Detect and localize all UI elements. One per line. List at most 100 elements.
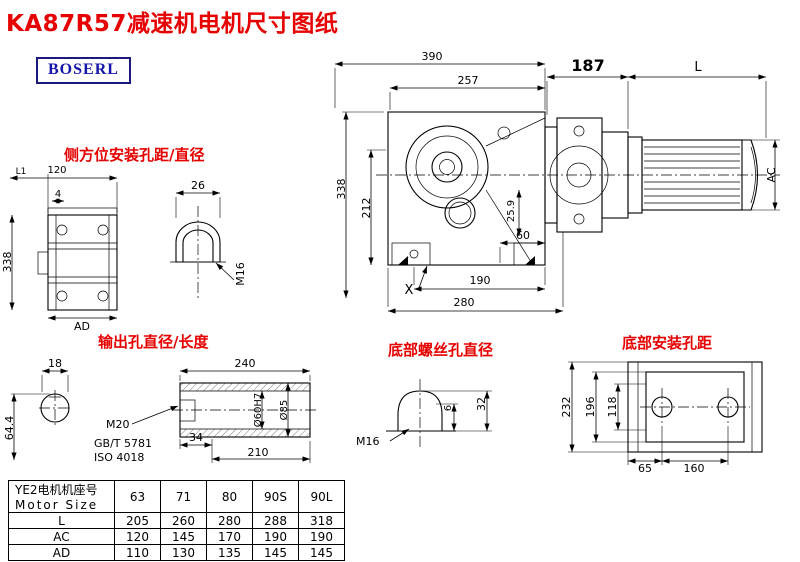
label-bottom-mount: 底部安装孔距 [622,334,713,352]
thread-M20-label: M20 [106,418,130,431]
thread-M16-slot-label: M16 [234,262,247,286]
dim-AC-label: AC [765,167,778,182]
output-shaft-drawing: 18 64.4 Ø60H7 Ø85 240 34 [3,357,318,464]
dim-18-label: 18 [48,357,62,370]
main-view-dimensions: 390 257 187 L AC 338 212 25.9 60 [334,50,780,314]
std-iso-label: ISO 4018 [94,451,144,464]
dim-280-label: 280 [454,296,475,309]
side-flange-tab [37,251,49,275]
fan-cover [742,139,758,211]
slot-outer [175,221,221,263]
dim-od-label: Ø85 [278,400,290,421]
motor-size-table: YE2电机机座号 Motor Size 63 71 80 90S 90L L 2… [8,480,345,561]
table-header-cn: YE2电机机座号 [15,483,98,497]
side-flange-body [47,214,118,311]
table-cell: 318 [298,512,345,529]
foot-section-mark [525,256,535,265]
size-col-header: 71 [160,480,207,513]
base-plate-outline [627,361,763,453]
dim-212-label: 212 [360,198,373,219]
dim-34-label: 34 [189,431,203,444]
table-cell: 110 [114,544,161,561]
housing-contour-lines [485,117,546,266]
input-flange-circles [405,125,489,209]
dim-bore-label: Ø60H7 [252,393,264,427]
fan-cover-inner [750,146,756,204]
table-cell: 190 [252,528,299,545]
dim-338-side-label: 338 [1,252,14,273]
motor-body [641,139,743,211]
main-assembly-drawing [376,111,780,266]
dim-L1-label: L1 [16,167,27,177]
table-cell: 205 [114,512,161,529]
row-label: AD [8,544,115,561]
table-header-en: Motor Size [15,498,99,512]
dim-60-label: 60 [516,229,530,242]
dim-232-label: 232 [560,397,573,418]
dim-160-label: 160 [684,462,705,475]
output-bore [444,197,476,229]
housing-bolt-hole [497,126,511,140]
foot-section-mark [398,256,408,265]
dim-L-label: L [694,60,702,75]
page-title: KA87R57减速机电机尺寸图纸 [6,11,339,37]
dim-25.9-label: 25.9 [506,200,517,222]
table-cell: 288 [252,512,299,529]
table-cell: 120 [114,528,161,545]
dim-26-label: 26 [191,179,205,192]
gearbox-foot-left [391,242,431,266]
table-cell: 130 [160,544,207,561]
side-hole-detail-drawing: 26 M16 [170,179,247,298]
m20-thread-block [179,399,196,422]
motor-assembly [544,117,758,233]
dim-196-label: 196 [584,397,597,418]
dim-65-label: 65 [638,462,652,475]
dim-390-label: 390 [422,50,443,63]
std-gb-label: GB/T 5781 [94,437,152,450]
table-cell: 145 [252,544,299,561]
dim-118-label: 118 [606,397,619,418]
table-cell: 145 [160,528,207,545]
table-row-L: L 205 260 280 288 318 [8,512,345,529]
table-row-AD: AD 110 130 135 145 145 [8,544,345,561]
dim-190-label: 190 [470,274,491,287]
dim-240-label: 240 [235,357,256,370]
dim-AD-label: AD [74,320,90,333]
foot-bolt-hole [409,249,419,259]
table-cell: 135 [206,544,253,561]
dim-4-label: 4 [55,189,61,200]
dim-187-label: 187 [571,56,604,75]
table-cell: 170 [206,528,253,545]
table-header-motor-size: YE2电机机座号 Motor Size [8,480,115,513]
bottom-screw-drawing: 32 6 M16 [356,379,492,448]
size-col-header: 63 [114,480,161,513]
motor-fins [644,146,740,204]
brand-logo: BOSERL [36,57,131,84]
bottom-mount-drawing: 232 196 118 65 160 [560,361,763,475]
mark-X-label: X [405,283,414,298]
table-header-row: YE2电机机座号 Motor Size 63 71 80 90S 90L [8,480,345,513]
table-cell: 280 [206,512,253,529]
dim-210-label: 210 [248,446,269,459]
table-cell: 145 [298,544,345,561]
dim-6-label: 6 [443,405,454,411]
dim-338-label: 338 [335,179,348,200]
label-bottom-screw: 底部螺丝孔直径 [388,341,494,359]
slot-inner [182,229,214,263]
side-flange-drawing: L1 120 4 338 AD [1,165,118,333]
size-col-header: 90L [298,480,345,513]
row-label: AC [8,528,115,545]
size-col-header: 80 [206,480,253,513]
label-output-hole: 输出孔直径/长度 [98,333,209,351]
dim-32-label: 32 [475,397,488,411]
dim-120-label: 120 [47,165,66,176]
table-cell: 260 [160,512,207,529]
table-row-AC: AC 120 145 170 190 190 [8,528,345,545]
table-cell: 190 [298,528,345,545]
thread-M16-bottom-label: M16 [356,435,380,448]
dim-257-label: 257 [458,74,479,87]
label-side-mount: 侧方位安装孔距/直径 [64,146,205,164]
size-col-header: 90S [252,480,299,513]
